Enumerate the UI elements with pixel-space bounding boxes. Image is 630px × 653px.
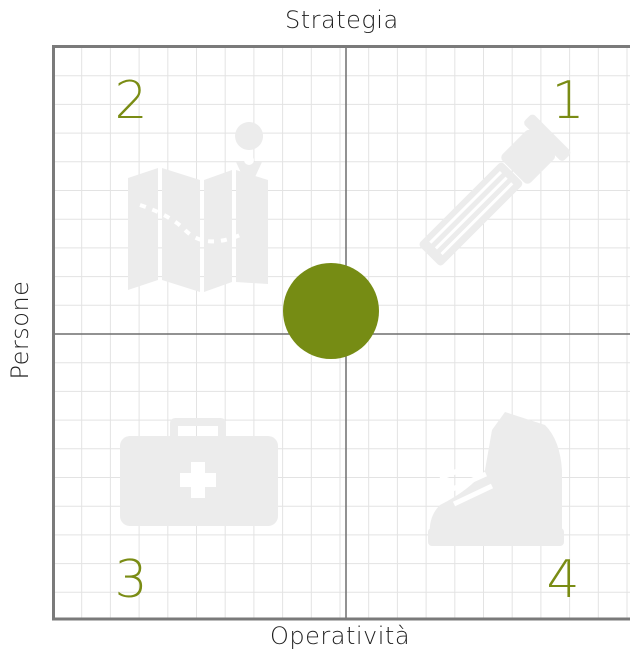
flashlight-icon [419, 114, 571, 266]
position-marker [283, 263, 379, 359]
axis-label-bottom: Operatività [270, 622, 411, 650]
quadrant-number-1: 1 [551, 71, 584, 131]
quadrant-number-2: 2 [114, 71, 147, 131]
first-aid-kit-icon [120, 418, 278, 526]
quadrant-number-4: 4 [546, 550, 579, 610]
quadrant-number-3: 3 [114, 550, 147, 610]
axis-label-top: Strategia [285, 6, 399, 34]
hiking-boot-icon [428, 412, 564, 546]
map-icon [128, 122, 268, 292]
